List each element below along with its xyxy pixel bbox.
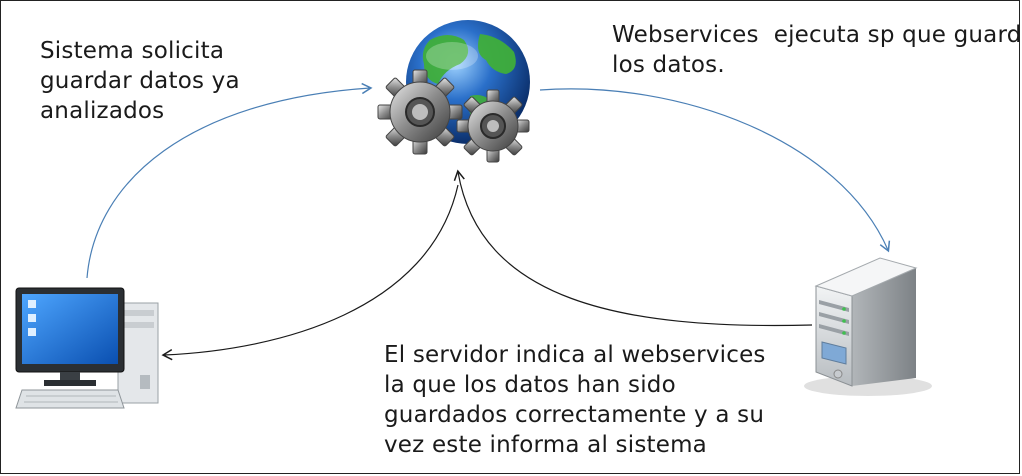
globe-gears-icon [377, 20, 530, 163]
server-response-label: El servidor indica al webservices la que… [384, 340, 804, 460]
server-response-line: El servidor indica al webservices [384, 342, 766, 368]
system-notify-arrow [161, 184, 459, 361]
server-response-line: guardados correctamente y a su [384, 402, 765, 428]
webservice-line: los datos. [612, 52, 725, 78]
webservice-line: Webservices ejecuta sp que guarda [612, 22, 1022, 48]
desktop-computer-icon [15, 287, 159, 409]
webservice-label: Webservices ejecuta sp que guarda los da… [612, 20, 1022, 80]
client-request-line: Sistema solicita [40, 38, 225, 64]
server-tower-icon [804, 257, 932, 396]
client-request-line: analizados [40, 98, 165, 124]
server-response-line: la que los datos han sido [384, 372, 676, 398]
server-response-arrow [453, 169, 813, 327]
client-request-label: Sistema solicita guardar datos ya analiz… [40, 36, 270, 126]
execute-sp-arrow [539, 88, 891, 253]
client-request-line: guardar datos ya [40, 68, 240, 94]
server-response-line: vez este informa al sistema [384, 432, 707, 458]
request-arrow [86, 82, 373, 279]
